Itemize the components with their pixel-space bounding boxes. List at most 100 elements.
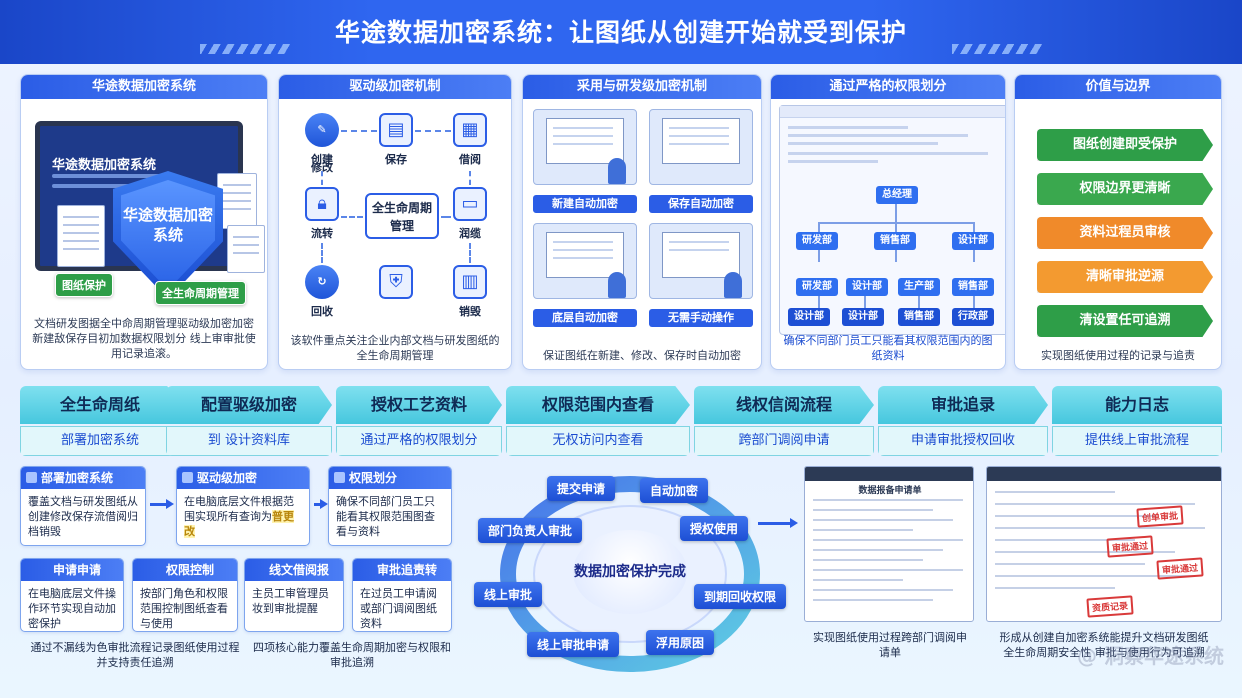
org-node: 设计部 — [842, 308, 884, 326]
process-step-desc: 跨部门调阅申请 — [694, 426, 874, 456]
tag-lifecycle-management: 全生命周期管理 — [155, 281, 246, 305]
node-label: 流转 — [311, 227, 333, 240]
flow-arrow — [341, 130, 377, 132]
process-step: 配置驱级加密 到 设计资料库 — [166, 386, 332, 456]
flow-arrow — [321, 243, 323, 263]
flow-arrow — [415, 130, 451, 132]
monitor-title: 华途数据加密系统 — [52, 158, 157, 173]
panel-value-boundary: 价值与边界 图纸创建即受保护 权限边界更清晰 资料过程员审核 清晰审批逆源 清设… — [1014, 74, 1222, 370]
panel-permission-division: 通过严格的权限划分 总经理 研发部 销售部 设计部 研发部 设计部 生产部 销售… — [770, 74, 1006, 370]
flow-arrow — [341, 216, 363, 218]
process-step-desc: 到 设计资料库 — [166, 426, 332, 456]
panel-rd-encryption: 采用与研发级加密机制 新建自动加密 保存自动加密 底层自动加密 无需手动操作 保… — [522, 74, 762, 370]
document-icon — [57, 205, 105, 267]
approval-stamp: 审批通过 — [1156, 557, 1204, 580]
panel-caption: 该软件重点关注企业内部文档与研发图纸的全生命周期管理 — [290, 334, 500, 362]
process-step-desc: 提供线上审批流程 — [1052, 426, 1222, 456]
scene-label: 底层自动加密 — [533, 309, 637, 327]
recycle-node-icon: ↻ — [305, 265, 339, 299]
org-node: 销售部 — [952, 278, 994, 296]
feature-card-title: 申请申请 — [21, 559, 123, 581]
panel-title: 价值与边界 — [1015, 75, 1221, 99]
panel-caption: 文档研发图据全中命周期管理驱动级加密加密新建敌保存目初加数据权限划分 线上审审批… — [32, 317, 256, 360]
cycle-center: 数据加密保护完成 — [573, 530, 687, 614]
value-item: 清设置任可追溯 — [1037, 305, 1213, 337]
approval-record-screenshot: 创单审批 审批通过 审批通过 资质记录 — [986, 466, 1222, 622]
doc-caption: 形成从创建自加密系统能提升文档研发图纸全生命周期安全性 审批与使用行为可追溯 — [999, 631, 1209, 659]
title-banner: 华途数据加密系统：让图纸从创建开始就受到保护 — [0, 0, 1242, 64]
feature-card-body: 按部门角色和权限范围控制图纸查看与使用 — [140, 587, 228, 630]
arrow-right-icon — [314, 499, 328, 509]
process-step: 权限范围内查看 无权访问内查看 — [506, 386, 690, 456]
scene-illustration — [533, 223, 637, 299]
feature-card-body: 在电脑底层文件操作环节实现自动加密保护 — [28, 587, 116, 630]
archive-icon: ▦ — [453, 113, 487, 147]
panel-caption: 确保不同部门员工只能看其权限范围内的图纸资料 — [783, 334, 993, 362]
application-form-screenshot: 数据报备申请单 — [804, 466, 974, 622]
cycle-step: 授权使用 — [680, 516, 749, 541]
monitor-line — [52, 184, 132, 188]
org-node: 销售部 — [898, 308, 940, 326]
process-step: 授权工艺资料 通过严格的权限划分 — [336, 386, 502, 456]
org-node: 研发部 — [796, 232, 838, 250]
create-node-icon: ✎ — [305, 113, 339, 147]
feature-card-body: 覆盖文档与研发图纸从创建修改保存流借阅归档销毁 — [28, 495, 138, 538]
arrow-right-icon — [150, 499, 174, 509]
form-title: 数据报备申请单 — [858, 486, 922, 496]
value-item: 图纸创建即受保护 — [1037, 129, 1213, 161]
process-step-desc: 部署加密系统 — [20, 426, 180, 456]
scene-label: 无需手动操作 — [649, 309, 753, 327]
panel-system-overview: 华途数据加密系统 华途数据加密系统 华途数据加密系统 图纸保护 全生命周期管理 … — [20, 74, 268, 370]
feature-card: 权限划分 确保不同部门员工只能看其权限范围图查看与资料 — [328, 466, 452, 546]
org-root: 总经理 — [876, 186, 918, 204]
feature-card-title: 部署加密系统 — [21, 467, 145, 489]
org-node: 设计部 — [952, 232, 994, 250]
banner-decoration-left — [200, 44, 290, 54]
org-node: 销售部 — [874, 232, 916, 250]
process-step-title: 能力日志 — [1052, 386, 1222, 424]
lock-icon: 🔒︎ — [305, 187, 339, 221]
flow-arrow — [469, 171, 471, 185]
scene-label: 保存自动加密 — [649, 195, 753, 213]
org-node: 设计部 — [846, 278, 888, 296]
feature-card: 线文借阅报 主员工审管理员妆到审批提醒 — [244, 558, 344, 632]
doc-caption: 实现图纸使用过程跨部门调阅申请单 — [813, 631, 967, 659]
node-label: 回收 — [311, 305, 333, 318]
padlock-icon: ⛨ — [379, 265, 413, 299]
process-step-title: 线权信阅流程 — [694, 386, 874, 424]
bottom-caption: 四项核心能力覆盖生命周期加密与权限和审批追溯 — [253, 641, 451, 669]
flow-arrow — [469, 243, 471, 263]
watermark: @ 洞察华途系统 — [1077, 644, 1224, 668]
process-step-title: 配置驱级加密 — [166, 386, 332, 424]
panel-title: 通过严格的权限划分 — [771, 75, 1005, 99]
scene-illustration — [649, 223, 753, 299]
process-step: 线权信阅流程 跨部门调阅申请 — [694, 386, 874, 456]
panel-driver-encryption: 驱动级加密机制 ✎ 创建 ▤ 保存 ▦ 借阅 🔒︎ 流转 全生命周期管理 ▭ 润… — [278, 74, 512, 370]
org-node: 行政部 — [952, 308, 994, 326]
org-node: 生产部 — [898, 278, 940, 296]
org-app-window: 总经理 研发部 销售部 设计部 研发部 设计部 生产部 销售部 设计部 设计部 … — [779, 105, 1005, 335]
feature-card-title: 权限划分 — [329, 467, 451, 489]
panel-caption: 实现图纸使用过程的记录与追责 — [1041, 349, 1195, 362]
process-step: 能力日志 提供线上审批流程 — [1052, 386, 1222, 456]
org-node: 设计部 — [788, 308, 830, 326]
feature-card-title: 权限控制 — [133, 559, 237, 581]
feature-card-body: 在过员工申请阅或部门调阅图纸资料 — [360, 587, 437, 630]
feature-card-title: 审批追责转 — [353, 559, 451, 581]
feature-card-body: 主员工审管理员妆到审批提醒 — [252, 587, 329, 615]
cycle-step: 部门负责人审批 — [478, 518, 583, 543]
node-label: 创建 — [311, 153, 333, 166]
feature-card: 权限控制 按部门角色和权限范围控制图纸查看与使用 — [132, 558, 238, 632]
arrow-right-icon — [758, 518, 798, 528]
lifecycle-center-box: 全生命周期管理 — [365, 193, 439, 239]
node-label: 修改 — [311, 161, 333, 174]
process-step-desc: 申请审批授权回收 — [878, 426, 1048, 456]
approval-stamp: 资质记录 — [1086, 595, 1134, 618]
node-label: 借阅 — [459, 153, 481, 166]
feature-card: 驱动级加密 在电脑底层文件根据范围实现所有查询为普更改 — [176, 466, 310, 546]
value-item: 权限边界更清晰 — [1037, 173, 1213, 205]
process-step-title: 审批追录 — [878, 386, 1048, 424]
node-label: 保存 — [385, 153, 407, 166]
process-step-title: 权限范围内查看 — [506, 386, 690, 424]
bottom-caption: 通过不漏线为色审批流程记录图纸使用过程并支持责任追溯 — [30, 641, 240, 669]
